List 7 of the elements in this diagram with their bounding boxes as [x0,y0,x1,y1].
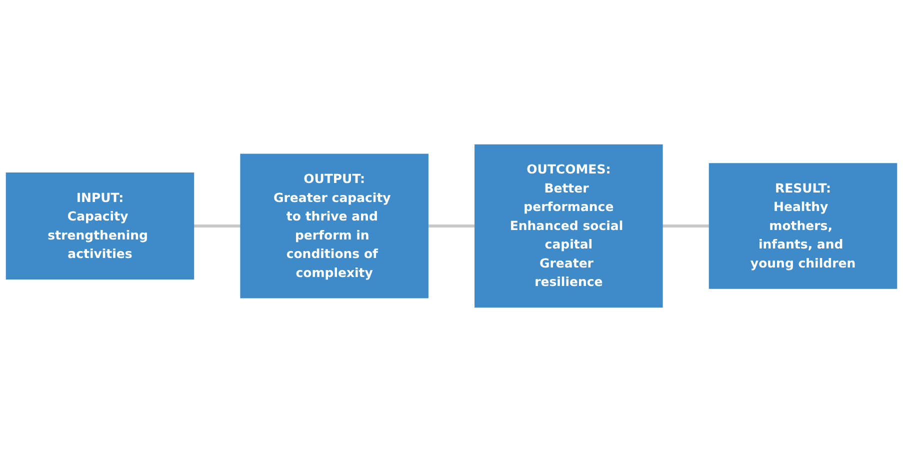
connector [194,224,241,228]
node-box: OUTCOMES: Better performance Enhanced social capital Greater resilience [474,144,663,308]
connector [662,224,710,228]
node-box: INPUT: Capacity strengthening activities [6,172,194,280]
connector [428,224,475,228]
node-box: OUTPUT: Greater capacity to thrive and perform in conditions of complexity [240,154,428,298]
node-box: RESULT: Healthy mothers, infants, and young children [708,163,898,289]
